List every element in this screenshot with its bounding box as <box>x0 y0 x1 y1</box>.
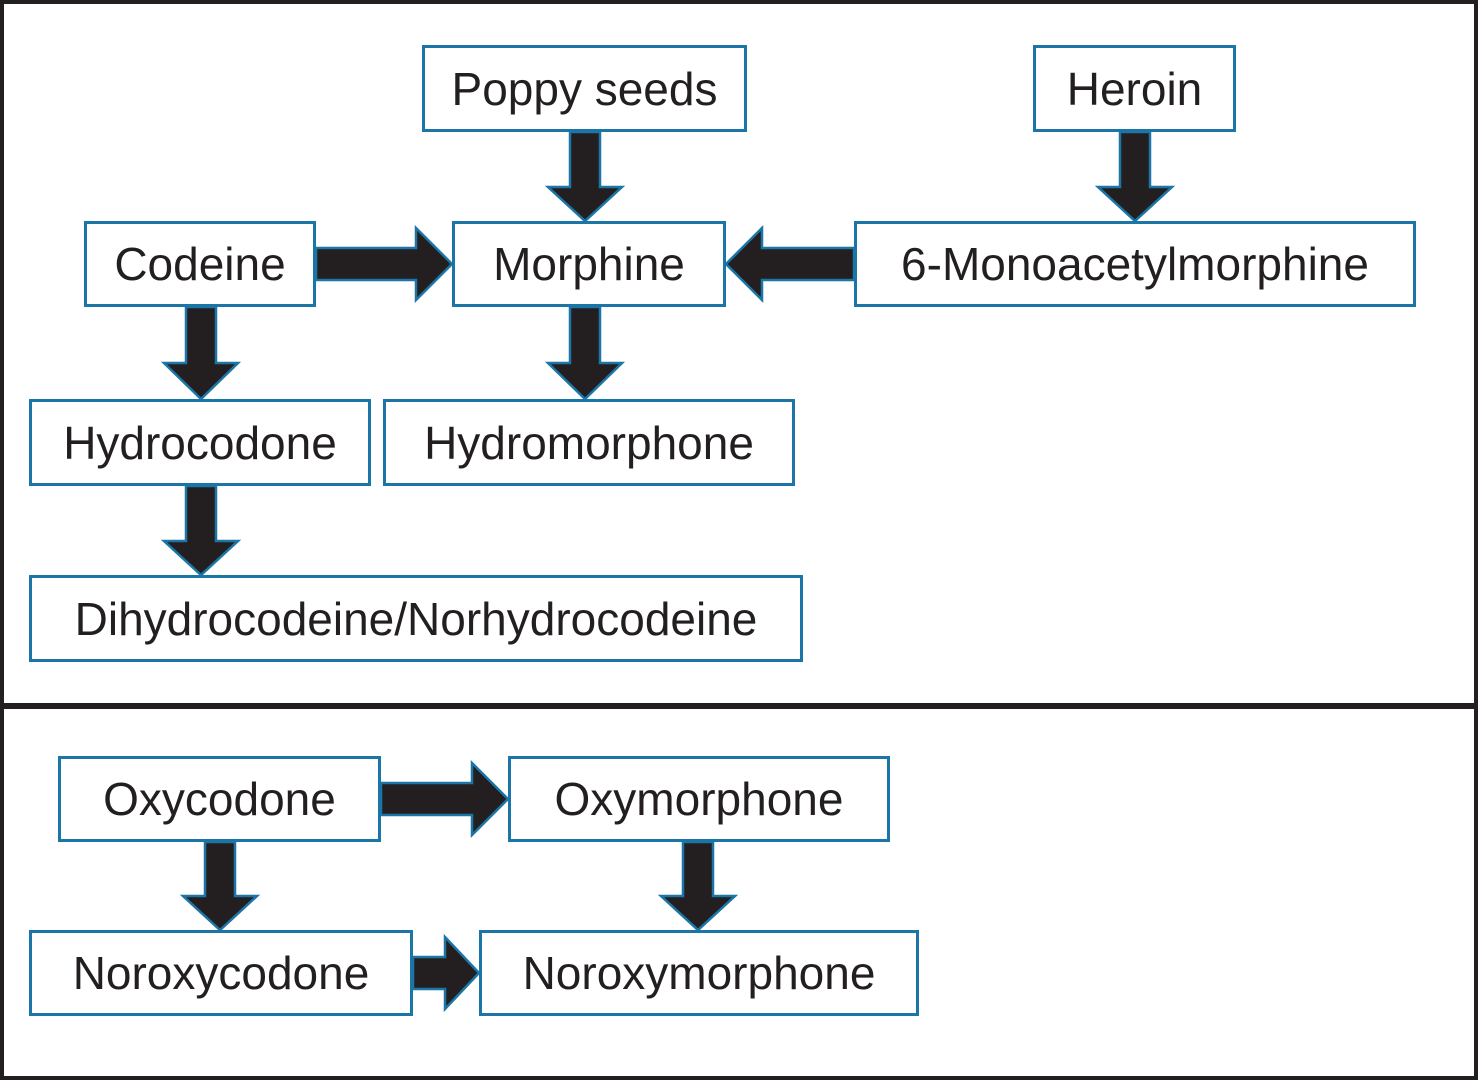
node-label: Poppy seeds <box>451 62 718 115</box>
node-oxycodone: Oxycodone <box>58 756 381 842</box>
arrow-poppy-to-morphine <box>544 130 626 223</box>
node-label: Noroxycodone <box>72 947 370 999</box>
node-label: 6-Monoacetylmorphine <box>901 238 1369 290</box>
arrow-hydrocodone-to-dihydrocodeine <box>160 484 242 577</box>
node-label: Heroin <box>1066 62 1203 115</box>
node-poppy-seeds: Poppy seeds <box>422 45 747 132</box>
node-label: Noroxymorphone <box>522 947 876 999</box>
node-dihydrocodeine-norhydrocodeine: Dihydrocodeine/Norhydrocodeine <box>29 575 803 662</box>
node-codeine: Codeine <box>84 221 316 307</box>
arrow-6mam-to-morphine <box>724 224 856 304</box>
node-oxymorphone: Oxymorphone <box>508 756 890 842</box>
node-label: Dihydrocodeine/Norhydrocodeine <box>74 592 758 645</box>
node-label: Morphine <box>493 238 685 290</box>
node-noroxymorphone: Noroxymorphone <box>479 930 919 1016</box>
node-6-monoacetylmorphine: 6-Monoacetylmorphine <box>854 221 1416 307</box>
arrow-noroxycodone-to-noroxymorphone <box>411 933 481 1013</box>
node-label: Oxycodone <box>103 773 336 825</box>
node-hydromorphone: Hydromorphone <box>383 399 795 486</box>
arrow-codeine-to-morphine <box>314 224 454 304</box>
panel-divider <box>0 703 1478 709</box>
node-hydrocodone: Hydrocodone <box>29 399 371 486</box>
arrow-oxymorphone-to-noroxymorphone <box>657 840 739 932</box>
node-label: Oxymorphone <box>554 773 844 825</box>
node-noroxycodone: Noroxycodone <box>29 930 413 1016</box>
arrow-codeine-to-hydrocodone <box>160 305 242 401</box>
node-label: Hydrocodone <box>63 416 337 469</box>
arrow-morphine-to-hydromorphone <box>544 305 626 401</box>
arrow-oxycodone-to-noroxycodone <box>179 840 261 932</box>
node-heroin: Heroin <box>1033 45 1236 132</box>
node-label: Codeine <box>114 238 286 290</box>
arrow-oxycodone-to-oxymorphone <box>379 759 510 839</box>
node-label: Hydromorphone <box>424 416 754 469</box>
node-morphine: Morphine <box>452 221 726 307</box>
arrow-heroin-to-6mam <box>1094 130 1176 223</box>
